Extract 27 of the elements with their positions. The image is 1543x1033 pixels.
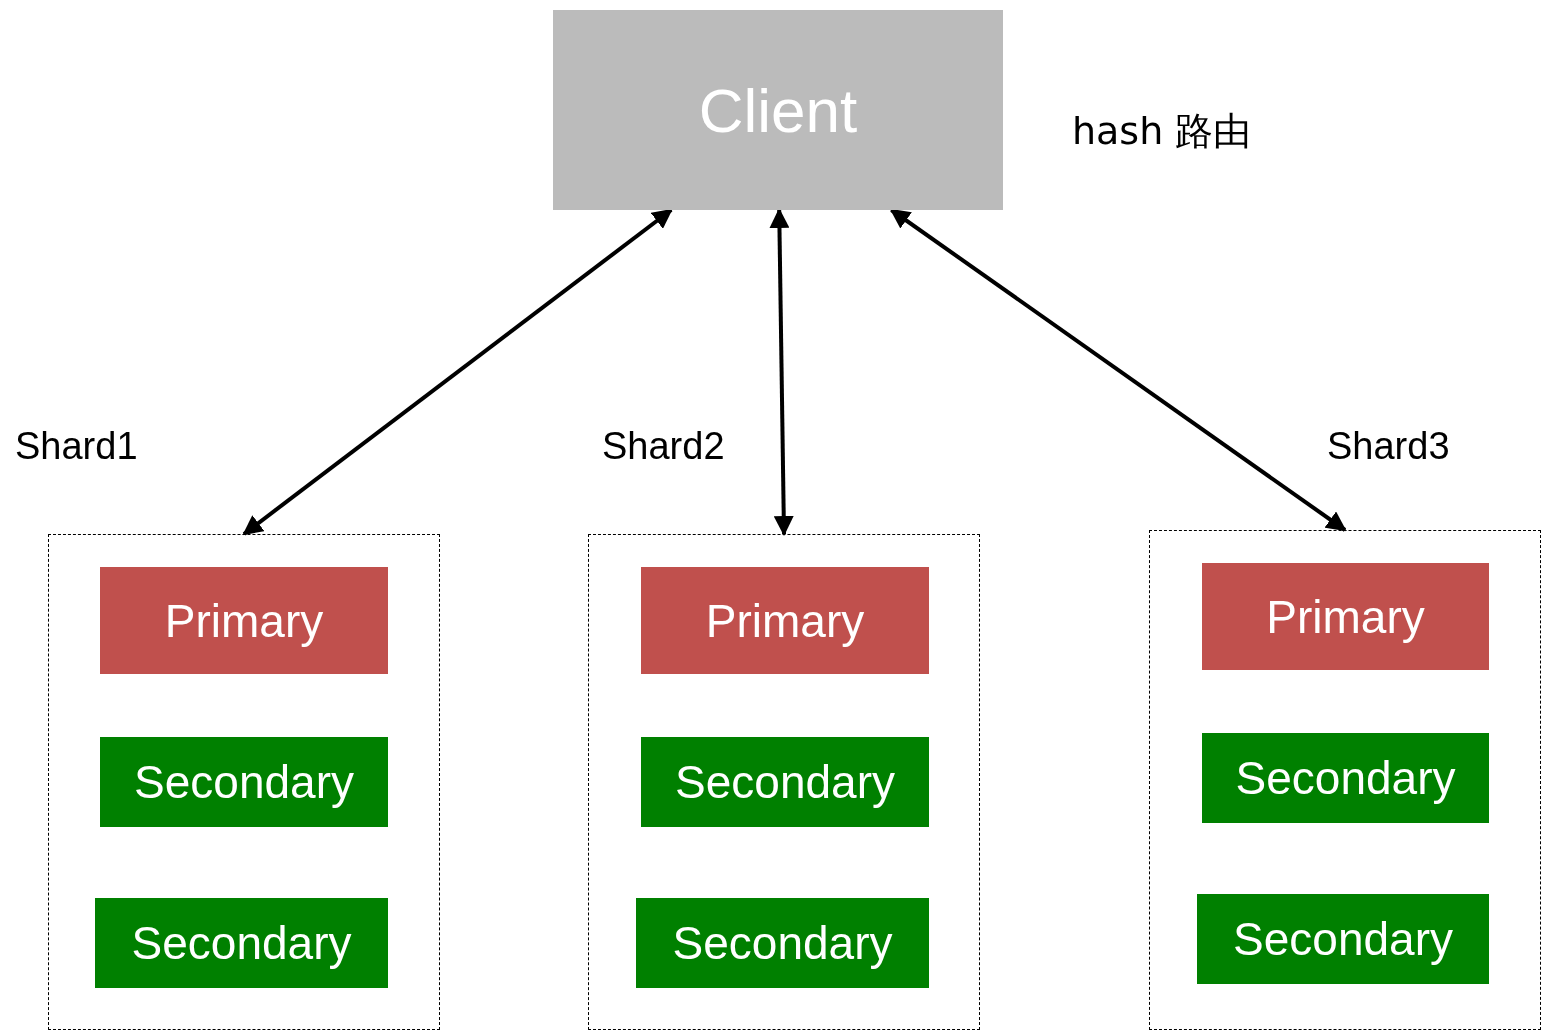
secondary-box <box>1197 894 1489 984</box>
secondary-box <box>641 737 929 827</box>
primary-box <box>1202 563 1489 670</box>
node-label: Secondary <box>1235 751 1456 805</box>
secondary-box <box>95 898 388 988</box>
shard-label: Shard3 <box>1327 425 1450 468</box>
client-box <box>553 10 1003 210</box>
node-label: Primary <box>1266 589 1425 644</box>
node-label: Primary <box>164 593 324 648</box>
secondary-box <box>1202 733 1489 823</box>
node-label: Secondary <box>131 916 352 970</box>
node-label: Secondary <box>134 755 354 809</box>
secondary-box <box>100 737 388 827</box>
note-label: hash 路由 <box>1072 108 1252 155</box>
primary-box <box>100 567 388 674</box>
node-label: Secondary <box>675 755 895 809</box>
node-label: Primary <box>705 593 865 648</box>
double-arrow <box>889 208 1347 532</box>
shard-label: Shard2 <box>602 425 725 468</box>
node-label: Secondary <box>672 916 893 970</box>
node-label: Client <box>698 74 858 146</box>
double-arrow <box>769 208 794 536</box>
shard-label: Shard1 <box>15 425 138 468</box>
secondary-box <box>636 898 929 988</box>
node-label: Secondary <box>1233 912 1453 966</box>
primary-box <box>641 567 929 674</box>
double-arrow <box>242 208 673 536</box>
